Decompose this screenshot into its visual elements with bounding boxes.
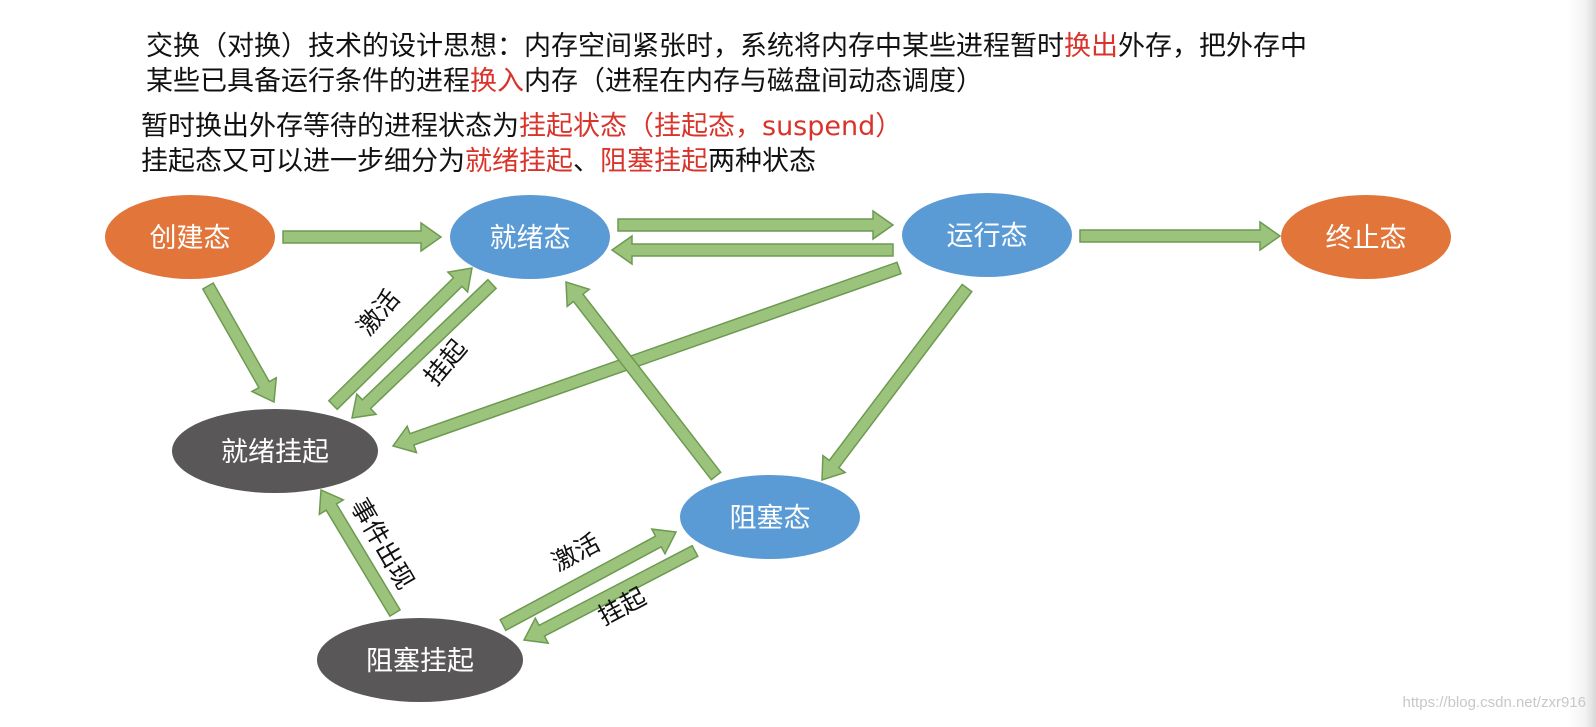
arrow-ready-to-ready-suspend bbox=[351, 278, 498, 419]
right-edge-shadow bbox=[1568, 0, 1596, 727]
subdivision-text-tail: 两种状态 bbox=[708, 146, 816, 177]
arrow-blocked-to-blocked-suspend bbox=[522, 544, 699, 645]
design-idea-line-1: 交换（对换）技术的设计思想：内存空间紧张时，系统将内存中某些进程暂时换出外存，把… bbox=[146, 30, 1307, 64]
arrow-created-to-ready-suspend bbox=[201, 281, 278, 404]
arrow-running-to-ready bbox=[610, 234, 894, 266]
arrow-blocked-to-ready bbox=[565, 280, 722, 481]
design-idea-text: 交换（对换）技术的设计思想：内存空间紧张时，系统将内存中某些进程暂时 bbox=[146, 31, 1064, 62]
arrow-blocked-suspend-to-blocked bbox=[499, 528, 678, 632]
ready-state-node bbox=[450, 195, 610, 279]
ready-suspend-term: 就绪挂起 bbox=[465, 146, 573, 177]
arrow-running-to-blocked bbox=[821, 283, 973, 482]
suspend-label-bottom: 挂起 bbox=[593, 582, 651, 631]
terminated-state-label: 终止态 bbox=[1326, 223, 1407, 254]
arrow-running-to-terminated bbox=[1079, 220, 1282, 252]
blocked-state-node bbox=[680, 475, 860, 559]
arrow-ready-suspend-to-ready bbox=[327, 267, 473, 411]
state-blocked-suspend: 阻塞挂起 bbox=[317, 618, 523, 702]
blocked-suspend-state-node bbox=[317, 618, 523, 702]
arrow-created-to-ready bbox=[282, 221, 443, 253]
design-idea-text-tail: 外存，把外存中 bbox=[1118, 31, 1307, 62]
state-ready-suspend: 就绪挂起 bbox=[172, 409, 378, 493]
state-running: 运行态 bbox=[902, 193, 1072, 277]
created-state-node bbox=[105, 195, 275, 279]
swap-out-term: 换出 bbox=[1064, 31, 1118, 62]
transition-arrows bbox=[201, 209, 1282, 645]
state-terminated: 终止态 bbox=[1281, 195, 1451, 279]
arrow-blocked-suspend-to-ready-suspend bbox=[318, 488, 402, 618]
terminated-state-node bbox=[1281, 195, 1451, 279]
state-blocked: 阻塞态 bbox=[680, 475, 860, 559]
arrow-ready-to-running bbox=[617, 209, 895, 241]
running-state-node bbox=[902, 193, 1072, 277]
design-idea-text-2-tail: 内存（进程在内存与磁盘间动态调度） bbox=[524, 66, 983, 97]
suspend-subdivision-line: 挂起态又可以进一步细分为就绪挂起、阻塞挂起两种状态 bbox=[141, 145, 816, 179]
ready-state-label: 就绪态 bbox=[490, 223, 571, 254]
arrow-running-to-ready-suspend bbox=[391, 261, 902, 454]
suspend-definition-text: 暂时换出外存等待的进程状态为 bbox=[141, 111, 519, 142]
created-state-label: 创建态 bbox=[150, 223, 231, 254]
subdivision-text: 挂起态又可以进一步细分为 bbox=[141, 146, 465, 177]
running-state-label: 运行态 bbox=[947, 221, 1028, 252]
suspend-definition-line: 暂时换出外存等待的进程状态为挂起状态（挂起态，suspend） bbox=[141, 110, 902, 144]
design-idea-text-2: 某些已具备运行条件的进程 bbox=[146, 66, 470, 97]
state-created: 创建态 bbox=[105, 195, 275, 279]
separator-text: 、 bbox=[573, 146, 600, 177]
state-ready: 就绪态 bbox=[450, 195, 610, 279]
suspend-state-term: 挂起状态（挂起态，suspend） bbox=[519, 111, 903, 142]
ready-suspend-state-node bbox=[172, 409, 378, 493]
ready-suspend-state-label: 就绪挂起 bbox=[221, 437, 329, 468]
watermark: https://blog.csdn.net/zxr916 bbox=[1402, 694, 1586, 711]
blocked-suspend-term: 阻塞挂起 bbox=[600, 146, 708, 177]
design-idea-line-2: 某些已具备运行条件的进程换入内存（进程在内存与磁盘间动态调度） bbox=[146, 65, 983, 99]
blocked-suspend-state-label: 阻塞挂起 bbox=[366, 646, 474, 677]
blocked-state-label: 阻塞态 bbox=[730, 503, 811, 534]
swap-in-term: 换入 bbox=[470, 66, 524, 97]
